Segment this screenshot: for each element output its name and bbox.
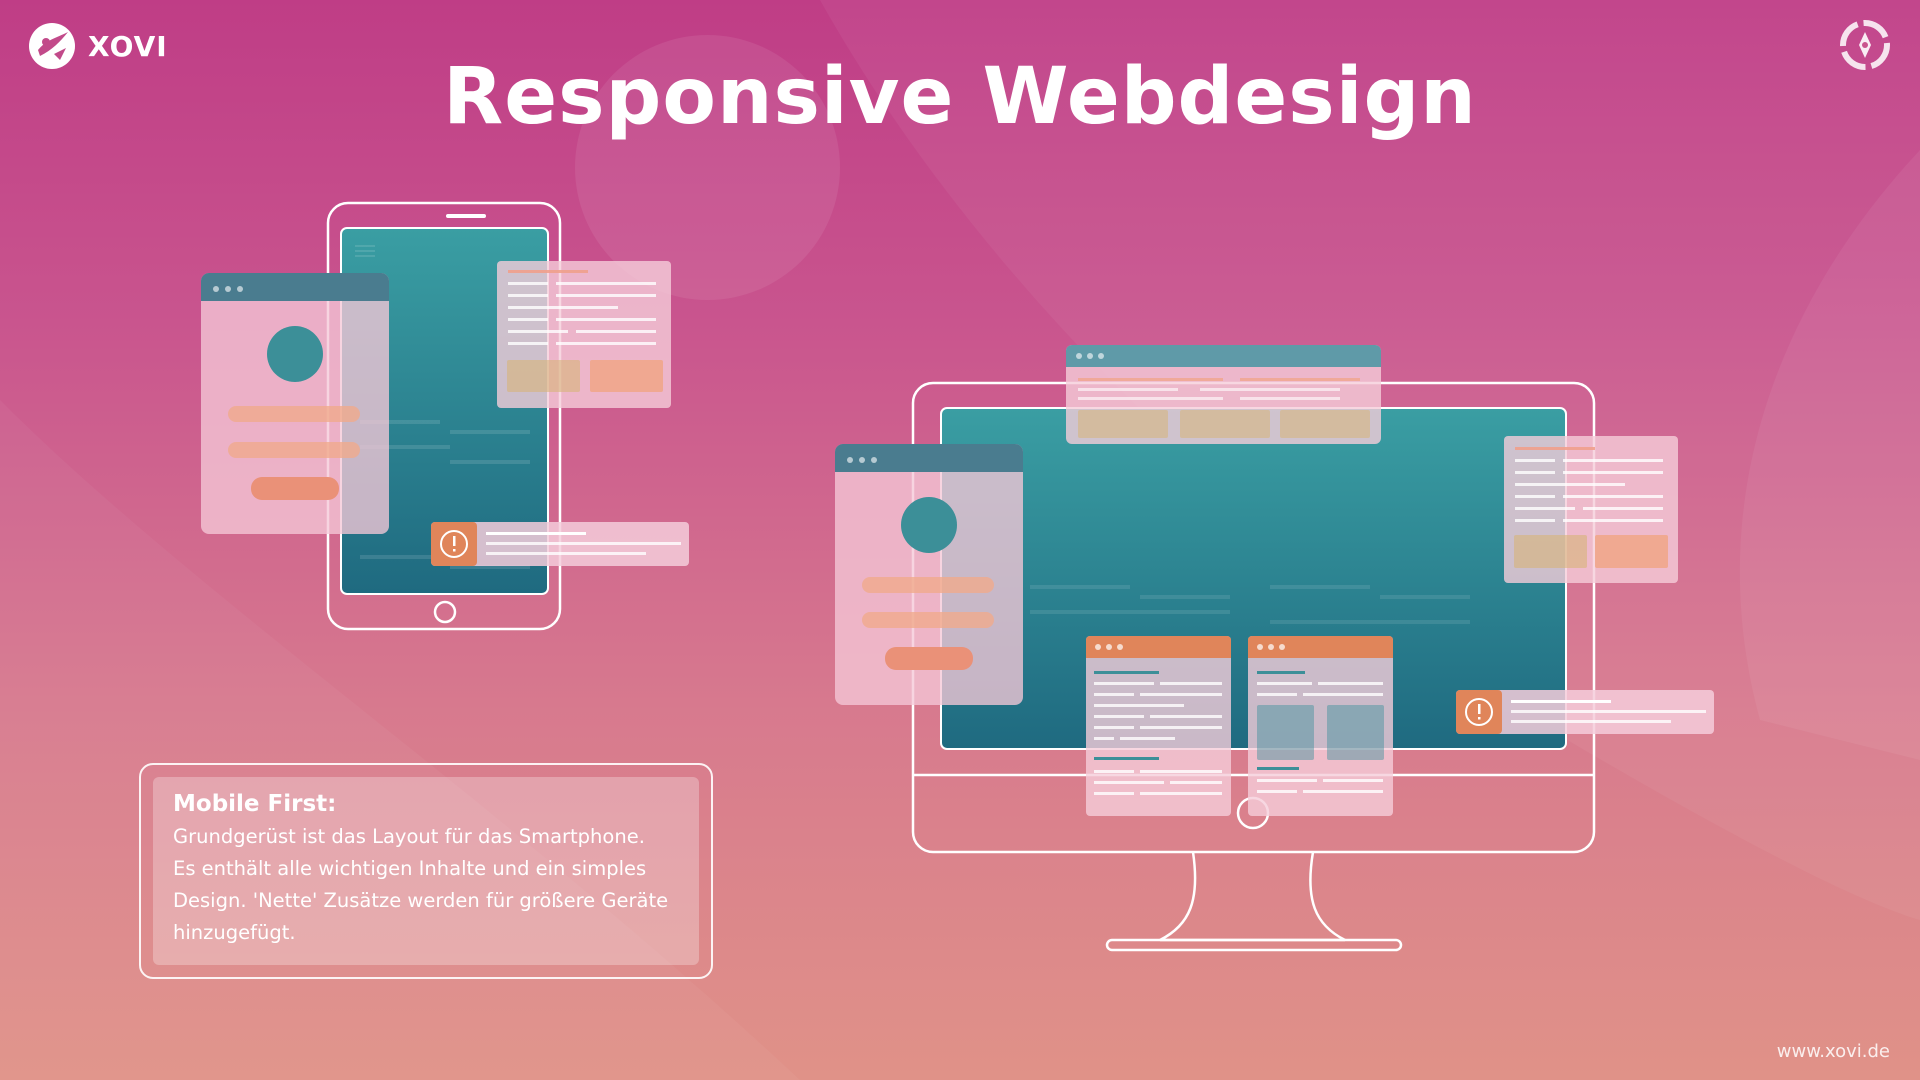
info-text: Grundgerüst ist das Layout für das Smart… [173,821,679,949]
info-line: Es enthält alle wichtigen Inhalte und ei… [173,857,647,880]
info-heading: Mobile First: [173,791,337,817]
info-panel: Mobile First: Grundgerüst ist das Layout… [153,777,699,965]
page-title: Responsive Webdesign [443,52,1477,142]
info-line: hinzugefügt. [173,921,296,944]
info-line: Design. 'Nette' Zusätze werden für größe… [173,889,669,912]
info-box: Mobile First: Grundgerüst ist das Layout… [139,763,713,979]
compass-icon[interactable] [1836,16,1894,74]
footer-url[interactable]: www.xovi.de [1776,1041,1890,1062]
brand-name: XOVI [88,29,168,63]
brand-logo[interactable]: XOVI [26,20,168,72]
info-line: Grundgerüst ist das Layout für das Smart… [173,825,645,848]
xovi-logo-icon [29,23,75,69]
